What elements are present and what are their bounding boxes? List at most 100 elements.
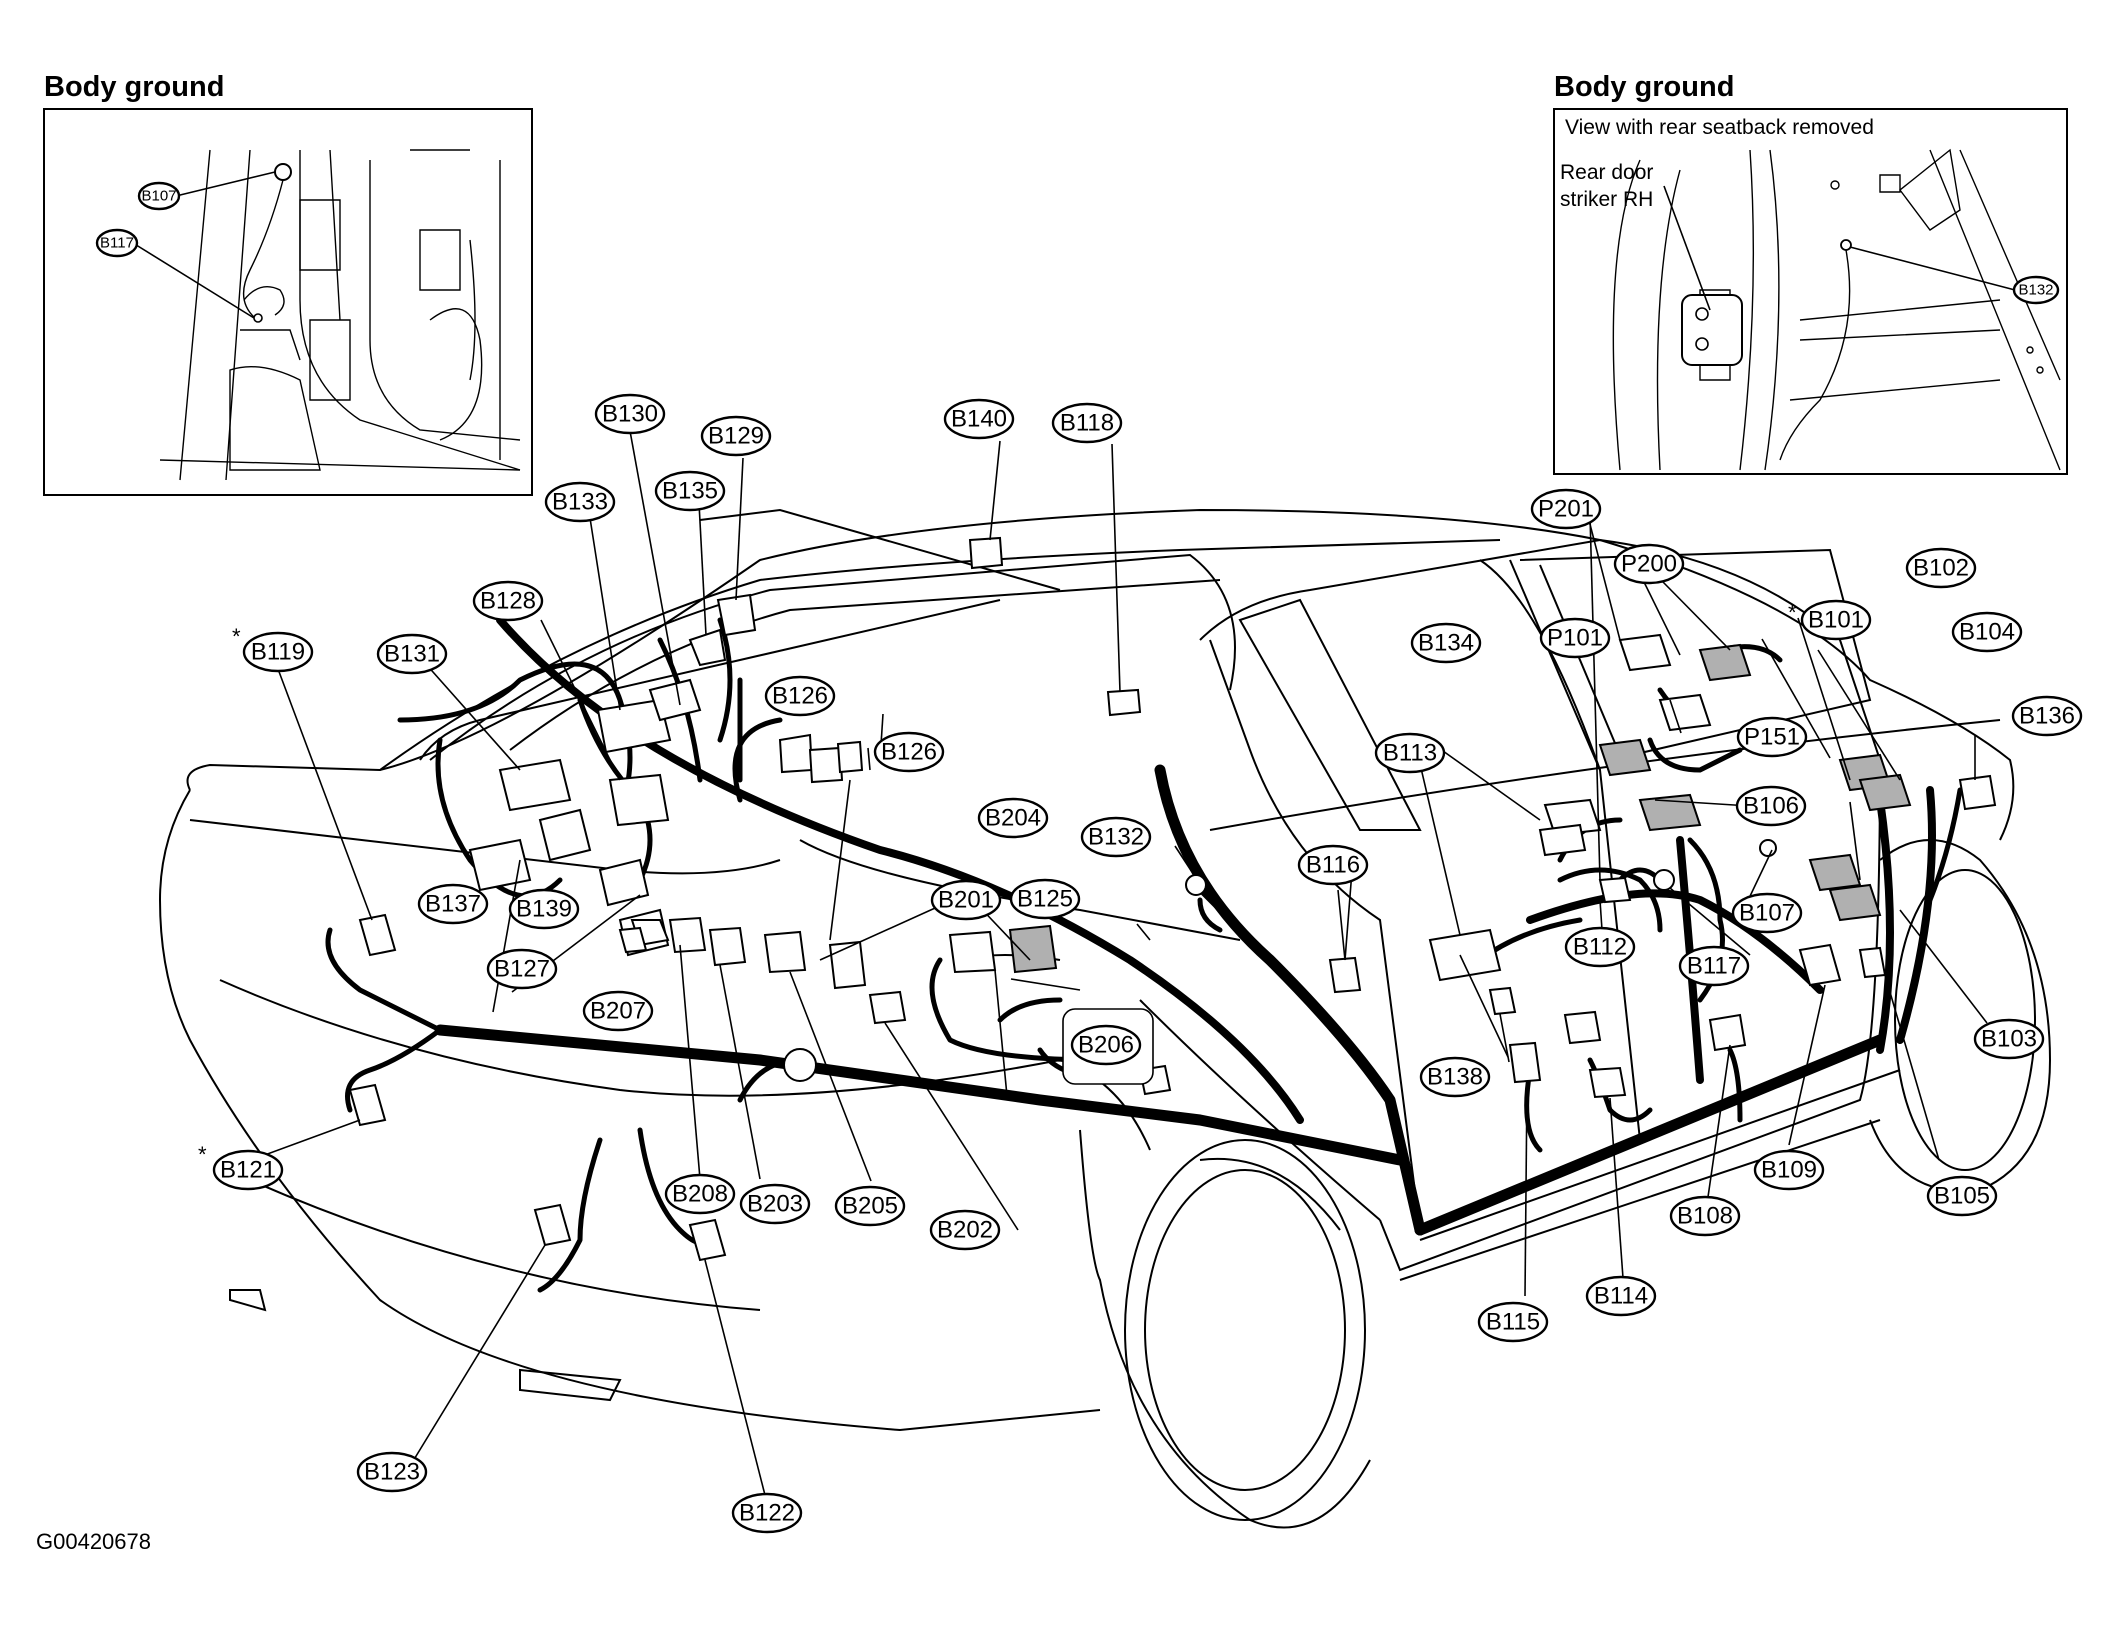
svg-text:B104: B104 — [1959, 619, 2015, 646]
label-b208: B208 — [664, 1173, 736, 1215]
svg-text:B133: B133 — [552, 489, 608, 516]
svg-text:B115: B115 — [1486, 1309, 1540, 1336]
right-inset-title: Body ground — [1554, 71, 1734, 103]
svg-text:B204: B204 — [985, 805, 1041, 832]
svg-text:B135: B135 — [662, 478, 718, 505]
label-b133: B133 — [544, 481, 616, 523]
svg-text:B121: B121 — [220, 1157, 276, 1184]
svg-text:B117: B117 — [100, 235, 134, 252]
label-b119: * B119 — [232, 624, 314, 673]
svg-text:B137: B137 — [425, 891, 481, 918]
label-b109: B109 — [1753, 1149, 1825, 1191]
label-b112: B112 — [1564, 926, 1636, 968]
label-b139: B139 — [508, 888, 580, 930]
left-body-ground-inset: B107 B117 — [43, 108, 533, 496]
label-b118: B118 — [1051, 402, 1123, 444]
svg-text:B123: B123 — [364, 1459, 420, 1486]
label-b134: B134 — [1410, 622, 1482, 664]
svg-text:P151: P151 — [1744, 724, 1800, 751]
svg-text:B126: B126 — [881, 739, 937, 766]
label-p151: P151 — [1736, 716, 1808, 758]
svg-text:P201: P201 — [1538, 496, 1594, 523]
svg-text:B207: B207 — [590, 998, 646, 1025]
svg-text:B203: B203 — [747, 1191, 803, 1218]
label-b140: B140 — [943, 398, 1015, 440]
label-b117: B117 — [1678, 945, 1750, 987]
label-b116: B116 — [1297, 844, 1369, 886]
connector-body — [596, 698, 672, 754]
label-b102: B102 — [1905, 547, 1977, 589]
label-p101: P101 — [1539, 617, 1611, 659]
svg-text:B108: B108 — [1677, 1203, 1733, 1230]
label-b101: * B101 — [1788, 599, 1872, 641]
svg-text:B127: B127 — [494, 956, 550, 983]
label-b125: B125 — [1009, 878, 1081, 920]
svg-text:B113: B113 — [1383, 740, 1437, 767]
svg-text:B107: B107 — [1739, 900, 1795, 927]
svg-text:B129: B129 — [708, 423, 764, 450]
svg-text:P101: P101 — [1547, 625, 1603, 652]
svg-text:B130: B130 — [602, 401, 658, 428]
svg-text:B134: B134 — [1418, 630, 1474, 657]
svg-text:B205: B205 — [842, 1193, 898, 1220]
svg-text:*: * — [1788, 600, 1797, 625]
label-p200: P200 — [1613, 543, 1685, 585]
svg-text:B112: B112 — [1573, 934, 1627, 961]
svg-text:B117: B117 — [1687, 953, 1741, 980]
label-b123: B123 — [356, 1451, 428, 1493]
label-b114: B114 — [1585, 1275, 1657, 1317]
connector-labels: * B119 B131 B128 B133 B130 B135 B129 — [198, 393, 2083, 1534]
svg-text:B122: B122 — [739, 1500, 795, 1527]
inset-note-line2: striker RH — [1560, 188, 1653, 211]
label-b206: B206 — [1062, 1008, 1154, 1085]
svg-text:B131: B131 — [384, 641, 440, 668]
label-b201: B201 — [930, 879, 1002, 921]
inset-caption: View with rear seatback removed — [1565, 116, 1874, 139]
inset-label-b117: B117 — [95, 228, 139, 258]
label-b207: B205 — [834, 1185, 906, 1227]
label-b126-b: B126 — [873, 731, 945, 773]
svg-text:B107: B107 — [141, 188, 176, 205]
inset-note-line1: Rear door — [1560, 161, 1653, 184]
left-inset-title: Body ground — [44, 71, 224, 103]
svg-text:B202: B202 — [937, 1217, 993, 1244]
label-b113: B113 — [1374, 732, 1446, 774]
svg-text:B136: B136 — [2019, 703, 2075, 730]
label-b122: B122 — [731, 1492, 803, 1534]
svg-text:B132: B132 — [1088, 824, 1144, 851]
label-b131: B131 — [376, 633, 448, 675]
svg-text:B125: B125 — [1017, 886, 1073, 913]
label-b127: B127 — [486, 948, 558, 990]
label-b121: * B121 — [198, 1142, 284, 1191]
label-b106: B106 — [1735, 785, 1807, 827]
svg-text:B132: B132 — [2018, 282, 2053, 299]
label-b136: B136 — [2011, 695, 2083, 737]
svg-text:B102: B102 — [1913, 555, 1969, 582]
svg-text:*: * — [232, 624, 241, 649]
label-b107: B107 — [1731, 892, 1803, 934]
label-p201: P201 — [1530, 488, 1602, 530]
label-b204: B204 — [977, 797, 1049, 839]
svg-text:B139: B139 — [516, 896, 572, 923]
svg-text:*: * — [198, 1142, 207, 1167]
inset-label-b132: B132 — [2012, 275, 2060, 305]
figure-code: G00420678 — [36, 1529, 151, 1554]
label-b108: B108 — [1669, 1195, 1741, 1237]
svg-text:B106: B106 — [1743, 793, 1799, 820]
label-b137: B137 — [417, 883, 489, 925]
svg-text:B201: B201 — [938, 887, 994, 914]
label-b203: B203 — [739, 1183, 811, 1225]
svg-text:B101: B101 — [1808, 607, 1864, 634]
label-b128: B128 — [472, 580, 544, 622]
svg-text:B114: B114 — [1594, 1283, 1648, 1310]
svg-text:B109: B109 — [1761, 1157, 1817, 1184]
svg-text:B206: B206 — [1078, 1032, 1134, 1059]
label-b115: B115 — [1477, 1301, 1549, 1343]
inset-label-b107: B107 — [137, 181, 181, 211]
label-b126-a: B126 — [764, 675, 836, 717]
right-body-ground-inset: View with rear seatback removed Rear doo… — [1553, 108, 2068, 475]
label-b132: B132 — [1080, 816, 1152, 858]
svg-text:P200: P200 — [1621, 551, 1677, 578]
connectors — [348, 536, 1997, 1262]
